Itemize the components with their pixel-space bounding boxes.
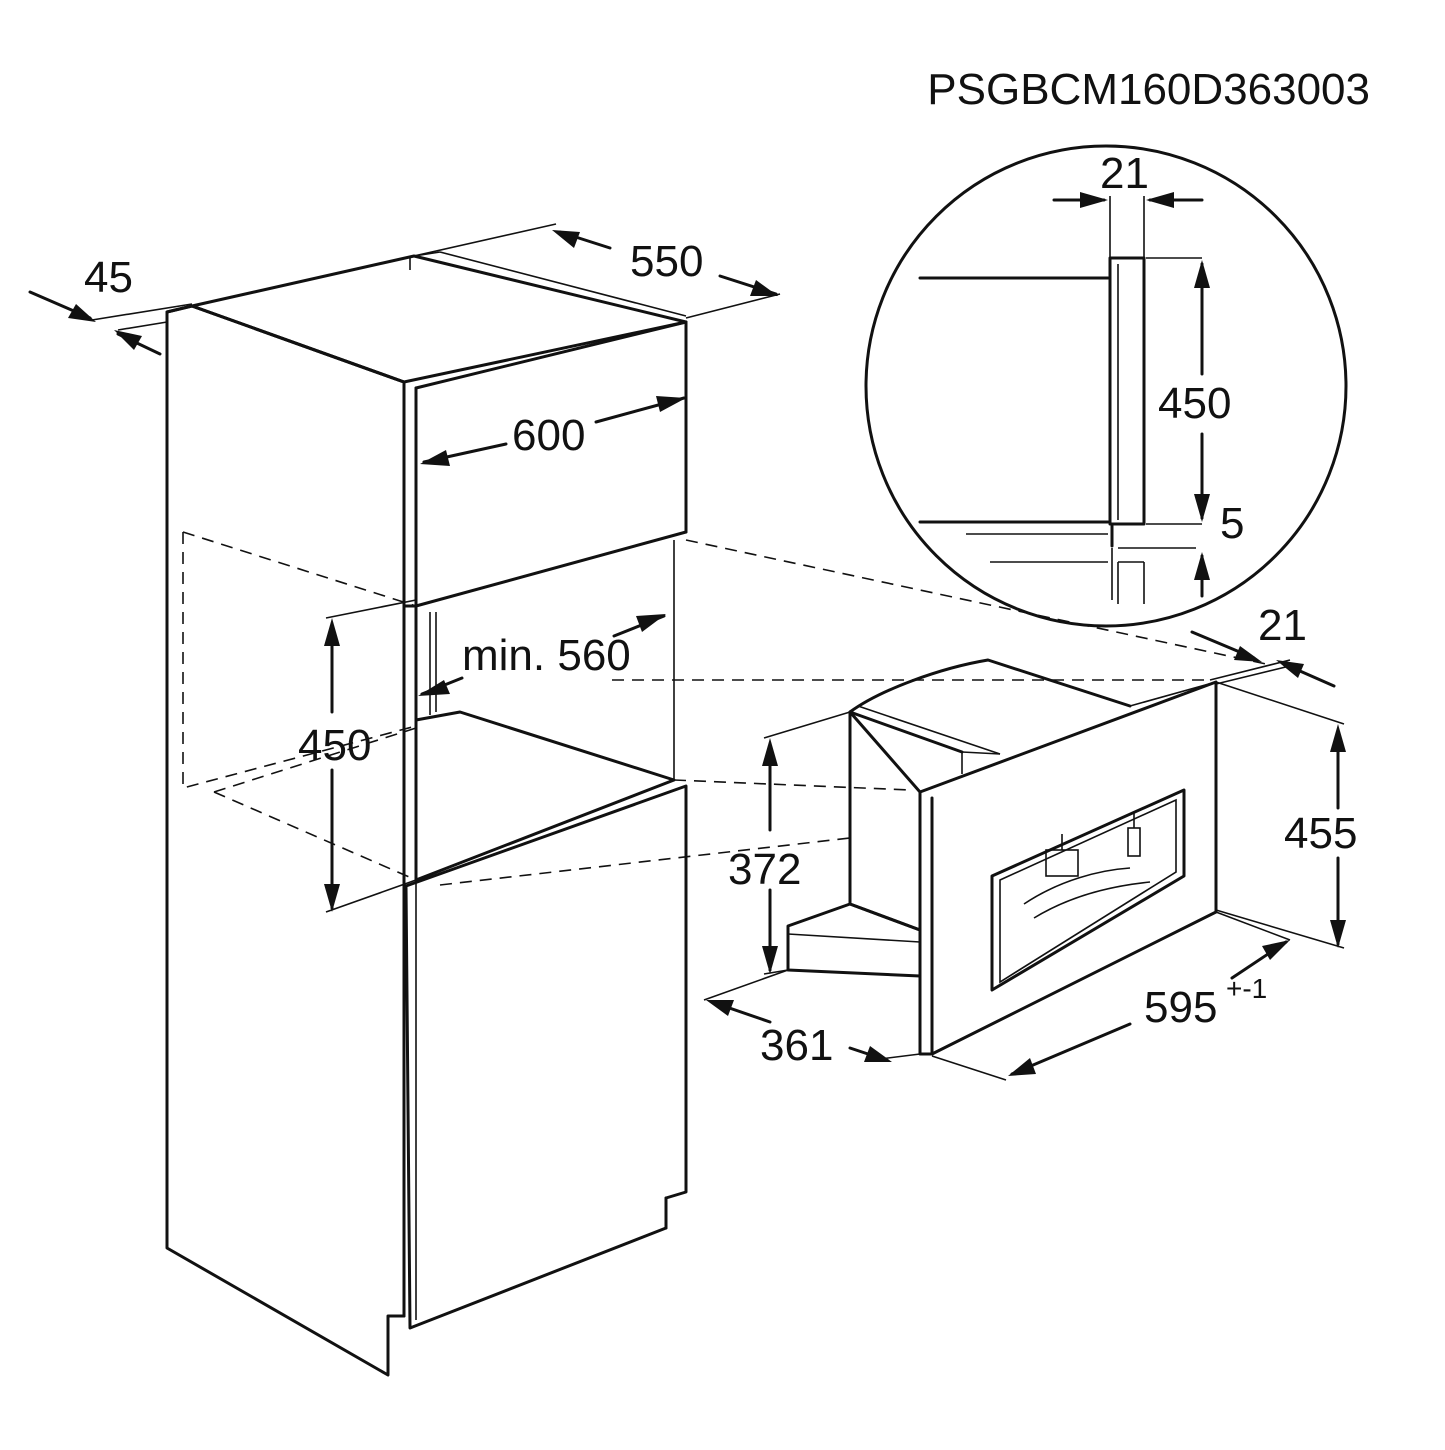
drawing-code: PSGBCM160D363003 (927, 65, 1370, 114)
cabinet (165, 251, 688, 1377)
dim-detail-gap: 5 (1220, 499, 1244, 548)
dim-appliance-width-tolerance: +-1 (1226, 973, 1267, 1004)
dim-detail-frame: 21 (1100, 149, 1149, 198)
detail-view (864, 144, 1348, 628)
dim-detail-height: 450 (1158, 379, 1231, 428)
dim-body-depth: 361 (760, 1021, 833, 1070)
dim-cabinet-depth: 550 (630, 237, 703, 286)
cabinet-upper-shelf (414, 320, 688, 608)
dim-appliance-width: 595 (1144, 983, 1217, 1032)
cabinet-top-board (190, 254, 688, 384)
dim-front-thickness: 21 (1258, 601, 1307, 650)
cabinet-dimensions: 550 45 600 min. 560 450 (28, 223, 781, 913)
dim-front-height: 455 (1284, 809, 1357, 858)
coffee-outlet-opening (990, 788, 1186, 992)
appliance-dimensions: 21 455 372 361 595 +-1 (703, 601, 1357, 1081)
detail-dimensions: 21 450 5 (1052, 149, 1244, 598)
dim-cabinet-width: 600 (512, 411, 585, 460)
cabinet-side-panel (165, 304, 406, 1377)
dim-niche-depth: min. 560 (462, 631, 631, 680)
projection-lines (439, 539, 1267, 886)
cabinet-niche (414, 710, 676, 882)
coffee-machine (786, 658, 1218, 1056)
dim-niche-height: 450 (298, 721, 371, 770)
machine-front-panel (918, 680, 1218, 1056)
dim-body-height: 372 (728, 845, 801, 894)
machine-body (848, 710, 922, 932)
dim-panel-thickness: 45 (84, 253, 133, 302)
